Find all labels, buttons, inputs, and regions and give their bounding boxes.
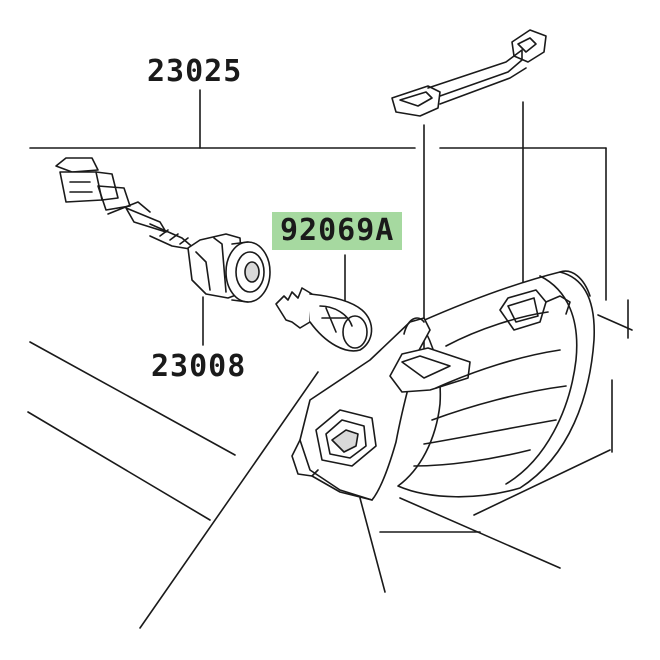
lamp-housing bbox=[291, 270, 595, 501]
label-23008: 23008 bbox=[151, 349, 247, 384]
bulb-socket bbox=[187, 233, 271, 303]
bracket-stay bbox=[391, 29, 547, 117]
harness-connector bbox=[55, 157, 197, 251]
bulb bbox=[275, 287, 373, 352]
label-23025: 23025 bbox=[147, 54, 243, 89]
callout-lines bbox=[27, 89, 633, 629]
label-92069a: 92069A bbox=[272, 212, 403, 250]
